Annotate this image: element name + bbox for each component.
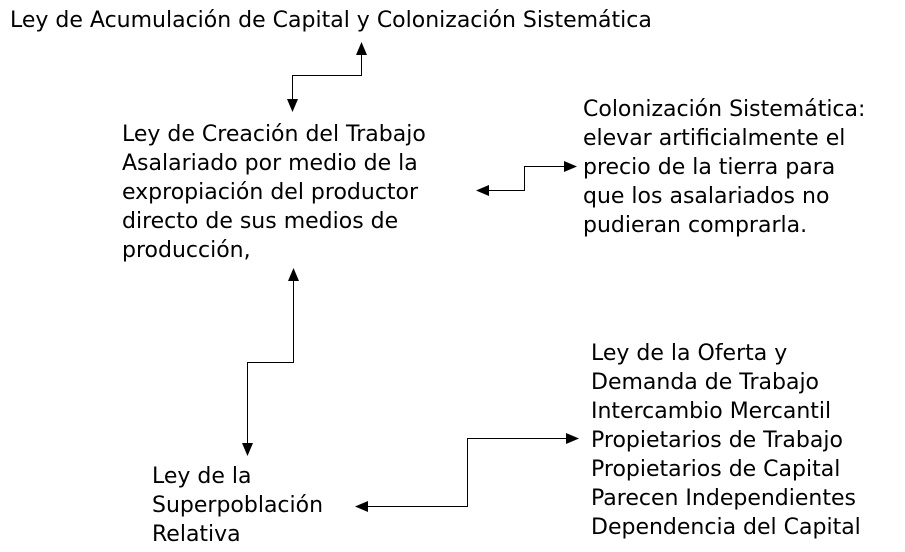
- node-line: que los asalariados no: [583, 184, 830, 209]
- arrowhead-down-icon: [287, 99, 298, 112]
- node-creacion-trabajo-asalariado: Ley de Creación del Trabajo Asalariado p…: [122, 120, 426, 265]
- node-line: Demanda de Trabajo: [591, 370, 820, 395]
- arrowhead-right-icon: [564, 161, 577, 172]
- node-line: Superpoblación: [152, 493, 324, 518]
- title-text: Ley de Acumulación de Capital y Coloniza…: [10, 8, 652, 33]
- connector-line: [292, 54, 362, 100]
- node-line: producción,: [122, 238, 251, 263]
- node-line: Propietarios de Capital: [591, 457, 841, 482]
- node-colonizacion-sistematica: Colonización Sistemática: elevar artific…: [583, 95, 865, 240]
- node-line: Ley de la Oferta y: [591, 341, 788, 366]
- connector-creacion-colonizacion: [476, 161, 577, 196]
- connector-line: [488, 166, 565, 191]
- connector-line: [367, 438, 567, 507]
- node-line: Colonización Sistemática:: [583, 97, 866, 122]
- node-line: Dependencia del Capital: [591, 515, 861, 540]
- node-line: Asalariado por medio de la: [122, 151, 418, 176]
- arrowhead-left-icon: [476, 185, 489, 196]
- connector-creacion-superpoblacion: [242, 268, 299, 456]
- connector-title-creacion: [287, 42, 367, 112]
- node-line: directo de sus medios de: [122, 209, 399, 234]
- node-line: expropiación del productor: [122, 180, 419, 205]
- node-oferta-demanda-trabajo: Ley de la Oferta y Demanda de Trabajo In…: [591, 339, 861, 542]
- arrowhead-right-icon: [566, 433, 579, 444]
- arrowhead-up-icon: [288, 268, 299, 281]
- node-line: Ley de Creación del Trabajo: [122, 122, 426, 147]
- node-line: Ley de la: [152, 464, 252, 489]
- node-line: Intercambio Mercantil: [591, 399, 832, 424]
- diagram-title: Ley de Acumulación de Capital y Coloniza…: [10, 6, 652, 35]
- node-line: Relativa: [152, 522, 241, 547]
- arrowhead-left-icon: [355, 501, 368, 512]
- node-line: Parecen Independientes: [591, 486, 856, 511]
- node-line: precio de la tierra para: [583, 155, 836, 180]
- connector-line: [247, 280, 294, 444]
- node-line: pudieran comprarla.: [583, 213, 808, 238]
- node-line: elevar artificialmente el: [583, 126, 846, 151]
- node-superpoblacion-relativa: Ley de la Superpoblación Relativa: [152, 462, 323, 549]
- connector-superpoblacion-oferta: [355, 433, 579, 512]
- arrowhead-up-icon: [356, 42, 367, 55]
- node-line: Propietarios de Trabajo: [591, 428, 843, 453]
- arrowhead-down-icon: [242, 443, 253, 456]
